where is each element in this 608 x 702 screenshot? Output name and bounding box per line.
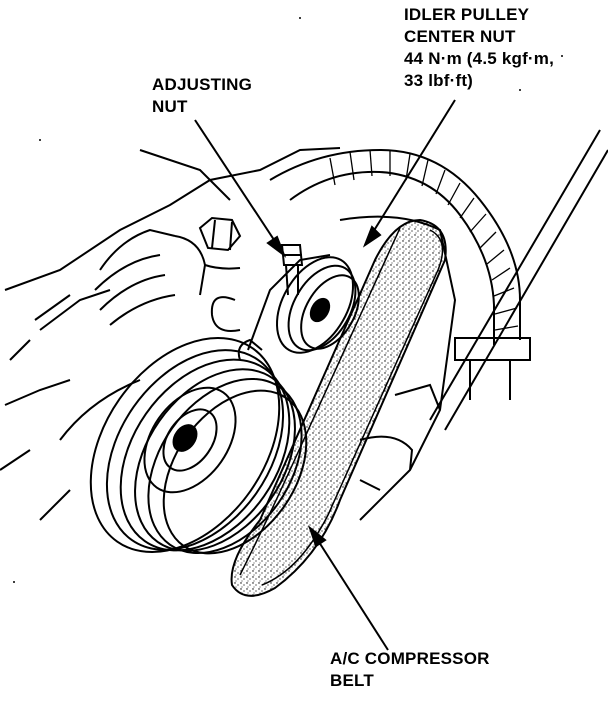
ac-line	[429, 129, 608, 431]
engine-block-outline	[0, 147, 341, 521]
leader-belt	[307, 525, 389, 651]
idler-label-line1: IDLER PULLEY	[404, 5, 530, 24]
leader-idler	[362, 99, 456, 248]
belt-label-line2: BELT	[330, 671, 374, 690]
adjusting-label-line2: NUT	[152, 97, 188, 116]
ac-compressor-belt	[230, 218, 447, 597]
idler-label-line4: 33 lbf·ft)	[404, 71, 474, 90]
idler-pulley-center-nut-label: IDLER PULLEY CENTER NUT 44 N·m (4.5 kgf·…	[404, 4, 554, 92]
specks	[13, 17, 563, 583]
belt-label-line1: A/C COMPRESSOR	[330, 649, 490, 668]
idler-label-line2: CENTER NUT	[404, 27, 516, 46]
adjusting-label-line1: ADJUSTING	[152, 75, 253, 94]
hex-bolt	[198, 216, 242, 252]
adjusting-bolt	[280, 244, 304, 296]
adjusting-nut-label: ADJUSTING NUT	[152, 74, 252, 118]
ac-compressor-belt-label: A/C COMPRESSOR BELT	[330, 648, 490, 692]
hose	[269, 148, 531, 400]
leader-adjusting	[194, 119, 287, 258]
idler-label-line3: 44 N·m (4.5 kgf·m,	[404, 49, 555, 68]
idler-pulley	[210, 254, 360, 361]
